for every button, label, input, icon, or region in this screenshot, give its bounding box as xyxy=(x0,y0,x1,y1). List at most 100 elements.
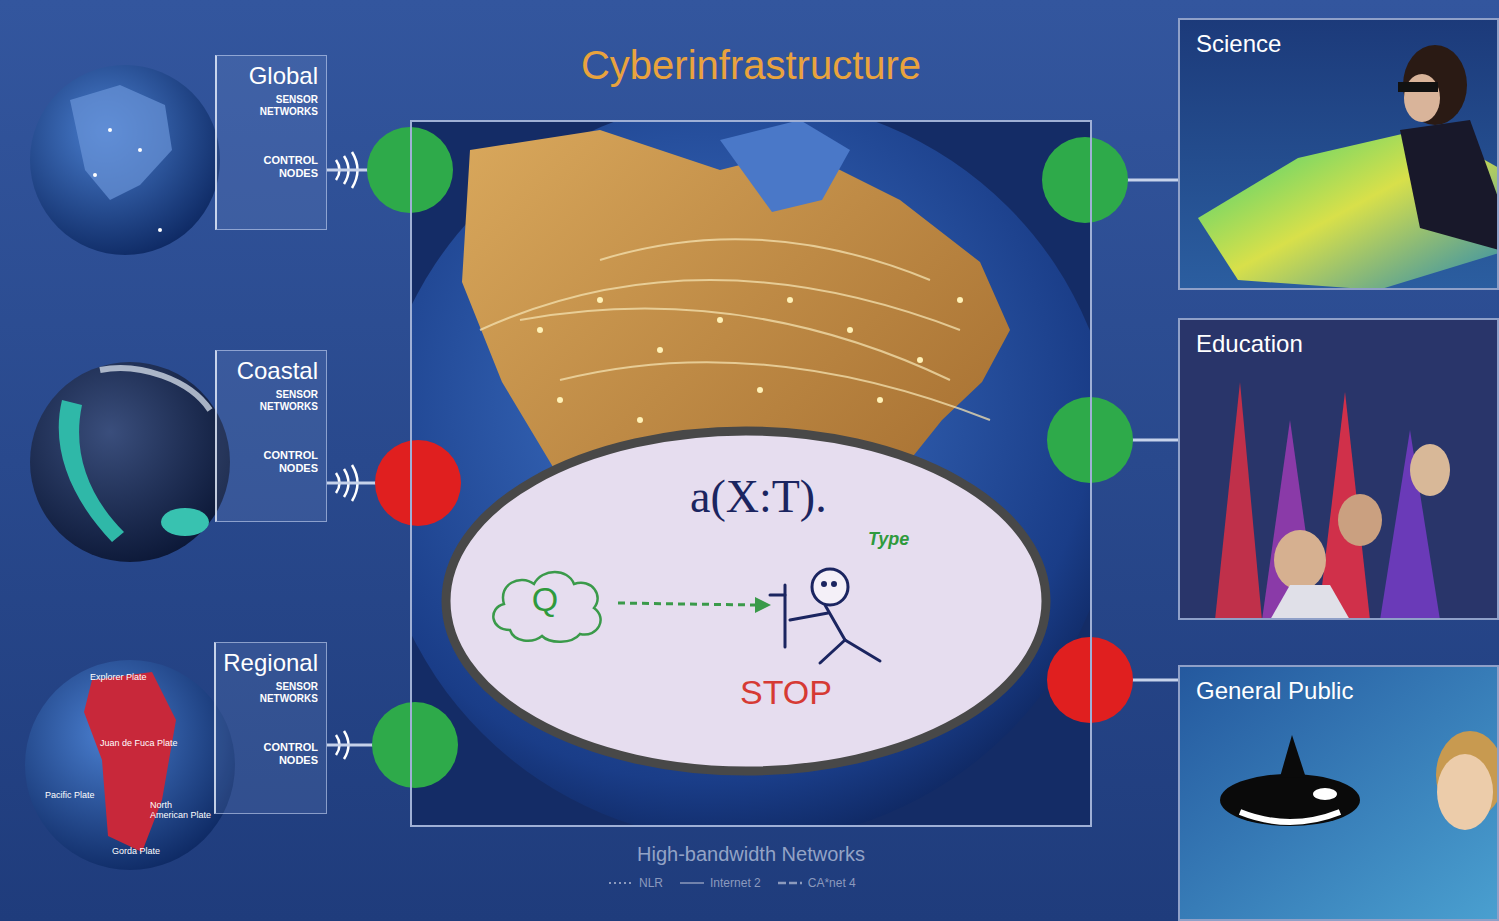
network-subheading: SENSOR NETWORKS xyxy=(246,94,318,117)
science-picture xyxy=(1178,18,1499,290)
legend-line-sample xyxy=(679,879,705,887)
network-caption: High-bandwidth Networks xyxy=(637,843,865,866)
audience-panel: Education xyxy=(1178,318,1499,620)
science-picture xyxy=(1404,74,1440,122)
north-america-globe xyxy=(717,317,723,323)
north-america-globe xyxy=(412,122,1090,825)
legend-line-sample xyxy=(778,882,802,885)
legend-item: Internet 2 xyxy=(679,876,761,890)
public-picture xyxy=(1220,774,1360,826)
cloud-letter: Q xyxy=(532,580,558,619)
network-heading: Regional xyxy=(223,649,318,677)
plate-label: Explorer Plate xyxy=(90,672,147,682)
network-heading-slot: Coastal xyxy=(237,357,318,385)
plate-label: Juan de Fuca Plate xyxy=(100,738,178,748)
network-heading: Global xyxy=(249,62,318,90)
north-america-globe xyxy=(600,239,930,280)
stop-note: STOP xyxy=(740,673,832,712)
coastal-globe xyxy=(161,508,209,536)
global-globe xyxy=(138,148,142,152)
diagram-title-slot: Cyberinfrastructure xyxy=(412,42,1090,88)
dashed-arrow xyxy=(618,597,771,613)
audience-heading-slot: General Public xyxy=(1196,677,1353,705)
diagram-title: Cyberinfrastructure xyxy=(581,42,921,88)
north-america-globe xyxy=(720,122,850,212)
control-node-signal xyxy=(336,152,358,759)
audience-heading-slot: Education xyxy=(1196,330,1303,358)
plate-label-slot: Gorda Plate xyxy=(112,846,160,856)
status-dot-green xyxy=(367,127,453,213)
public-picture xyxy=(1178,665,1499,921)
stop-note-slot: STOP xyxy=(740,673,832,712)
audience-heading: Science xyxy=(1196,30,1281,58)
north-america-globe xyxy=(657,347,663,353)
north-america-globe xyxy=(560,362,990,420)
legend-line-sample xyxy=(608,879,634,887)
sensor-panel: GlobalSENSOR NETWORKS CONTROL NODES xyxy=(215,55,327,230)
network-subheading-slot: SENSOR NETWORKS xyxy=(246,681,318,704)
north-america-globe xyxy=(480,280,960,330)
plate-label-slot: Pacific Plate xyxy=(45,790,95,800)
stick-figure xyxy=(833,583,836,586)
formula-text: a(X:T). xyxy=(690,471,827,524)
north-america-globe xyxy=(412,122,1090,825)
network-subheading-slot: SENSOR NETWORKS xyxy=(246,389,318,412)
legend-item: CA*net 4 xyxy=(777,876,856,890)
regional-globe xyxy=(25,660,235,870)
north-america-globe xyxy=(597,297,603,303)
control-label: CONTROL NODES xyxy=(254,449,318,474)
network-heading: Coastal xyxy=(237,357,318,385)
science-picture xyxy=(1178,18,1499,290)
network-heading-slot: Global xyxy=(249,62,318,90)
plate-label-slot: North American Plate xyxy=(150,800,212,821)
education-picture xyxy=(1270,585,1350,620)
legend-line-sample xyxy=(777,879,803,887)
cloud-outline xyxy=(493,572,600,642)
sensor-panel: RegionalSENSOR NETWORKS CONTROL NODES xyxy=(214,642,327,814)
status-dot-green xyxy=(1042,137,1128,223)
global-globe xyxy=(30,65,220,255)
global-globe xyxy=(70,85,172,200)
education-picture xyxy=(1178,318,1499,620)
network-frame: High-bandwidth Networksa(X:T).TypeSTOPQ xyxy=(412,122,1090,825)
status-dot-red xyxy=(1047,637,1133,723)
network-subheading: SENSOR NETWORKS xyxy=(246,681,318,704)
sensor-panel: CoastalSENSOR NETWORKS CONTROL NODES xyxy=(215,350,327,522)
north-america-globe xyxy=(787,297,793,303)
audience-heading: Education xyxy=(1196,330,1303,358)
cloud-letter-slot: Q xyxy=(480,580,610,619)
north-america-globe xyxy=(537,297,963,423)
stick-figure xyxy=(812,569,848,605)
plate-label-slot: Juan de Fuca Plate xyxy=(100,738,178,748)
network-caption-slot: High-bandwidth Networks xyxy=(412,843,1090,866)
network-subheading: SENSOR NETWORKS xyxy=(246,389,318,412)
north-america-globe xyxy=(480,239,990,420)
thought-cloud: Q xyxy=(480,560,610,645)
north-america-globe xyxy=(637,417,643,423)
north-america-globe xyxy=(847,327,853,333)
control-label-slot: CONTROL NODES xyxy=(254,154,318,179)
global-globe xyxy=(93,173,97,177)
north-america-globe xyxy=(557,397,563,403)
plate-label: North American Plate xyxy=(150,800,212,821)
north-america-globe xyxy=(877,397,883,403)
legend-line-sample xyxy=(609,882,633,884)
global-globe xyxy=(30,65,220,255)
type-note: Type xyxy=(868,529,909,550)
science-picture xyxy=(1398,82,1438,92)
global-globe xyxy=(108,128,112,132)
legend-text: Internet 2 xyxy=(710,876,761,890)
coastal-globe xyxy=(30,362,230,562)
status-dot-green xyxy=(1047,397,1133,483)
audience-heading: General Public xyxy=(1196,677,1353,705)
dashed-arrow xyxy=(618,603,755,605)
regional-globe xyxy=(25,660,235,870)
legend-text: CA*net 4 xyxy=(808,876,856,890)
stick-figure xyxy=(823,583,826,586)
stick-figure xyxy=(845,640,880,661)
education-picture xyxy=(1410,444,1450,496)
network-heading-slot: Regional xyxy=(223,649,318,677)
control-label-slot: CONTROL NODES xyxy=(254,741,318,766)
